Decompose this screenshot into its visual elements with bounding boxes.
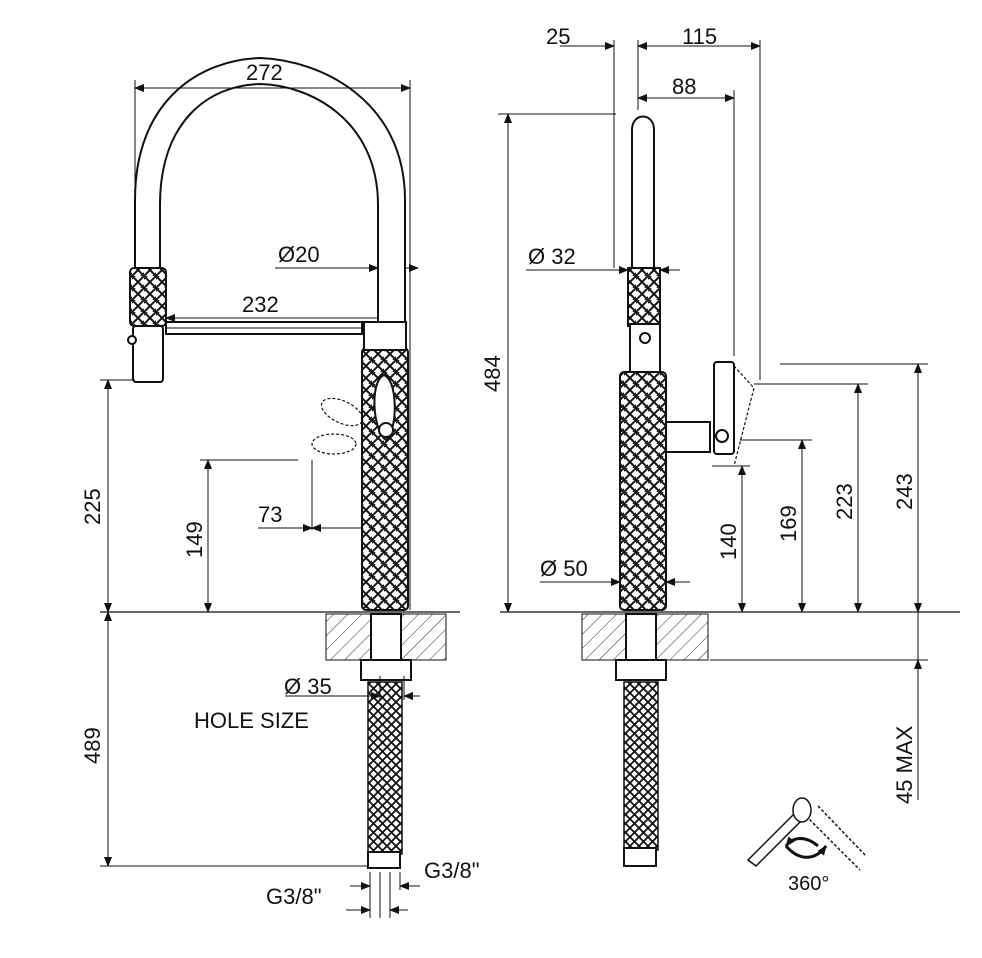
dim-hose-diameter: Ø20 (278, 242, 320, 267)
dim-223: 223 (832, 483, 857, 520)
dim-32-diameter: Ø 32 (528, 244, 576, 269)
dim-149: 149 (182, 521, 207, 558)
hole-size-label: HOLE SIZE (194, 708, 309, 733)
connection-left: G3/8" (266, 884, 322, 909)
dim-50-diameter: Ø 50 (540, 556, 588, 581)
dim-169: 169 (776, 505, 801, 542)
dim-272: 272 (246, 60, 283, 85)
dim-140: 140 (716, 523, 741, 560)
dim-hole-diameter: Ø 35 (284, 674, 332, 699)
front-view (100, 56, 460, 918)
dim-115: 115 (682, 24, 717, 49)
front-dimensions (100, 80, 420, 918)
dim-73: 73 (258, 502, 282, 527)
body-collar (363, 321, 407, 351)
faucet-body-side (619, 371, 667, 611)
side-view (498, 40, 960, 871)
dim-45-max: 45 MAX (892, 725, 917, 804)
rotation-icon (746, 797, 867, 871)
dim-88: 88 (672, 74, 696, 99)
dim-225: 225 (80, 488, 105, 525)
dim-484: 484 (480, 355, 505, 392)
spray-head (132, 325, 164, 383)
side-dimensions (498, 40, 928, 800)
handle-hub-side (665, 421, 711, 453)
hose-fitting (367, 851, 401, 869)
dim-232: 232 (242, 292, 279, 317)
upper-grip-side (627, 267, 661, 327)
spout-arch (134, 56, 406, 322)
rotation-label: 360° (788, 873, 829, 895)
dim-25: 25 (546, 24, 570, 49)
supply-hose (367, 681, 403, 855)
dim-243: 243 (892, 473, 917, 510)
dim-489: 489 (80, 727, 105, 764)
shank (370, 613, 402, 661)
connection-right: G3/8" (424, 858, 480, 883)
spray-head-grip (129, 267, 167, 327)
lock-nut (360, 659, 412, 681)
supply-hose-side (623, 681, 659, 851)
spout-tube-side (631, 115, 655, 268)
